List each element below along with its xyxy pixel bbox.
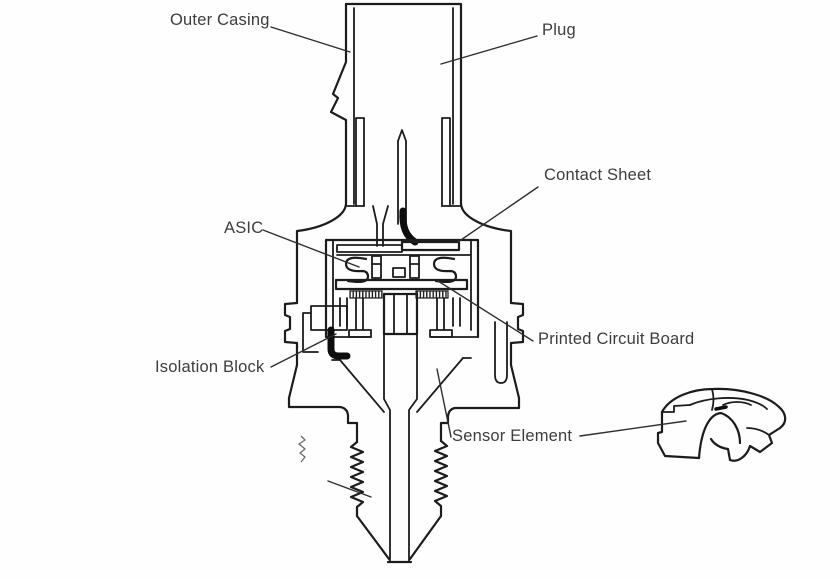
contact-pin: [397, 129, 407, 225]
leader-pcb: [437, 280, 534, 342]
threaded-port: [349, 332, 449, 564]
label-plug: Plug: [542, 21, 576, 39]
leader-sensor-element-left: [436, 368, 452, 438]
vent-channel: [494, 321, 508, 384]
pcb-part: [334, 278, 469, 299]
leader-isolation-block: [270, 333, 337, 368]
leader-plug: [440, 35, 538, 65]
label-asic: ASIC: [224, 219, 264, 237]
contact-sheet-part: [336, 240, 471, 256]
leader-sensor-element-right: [579, 420, 687, 437]
housing-body: [283, 202, 525, 463]
label-outer-casing: Outer Casing: [170, 11, 270, 29]
plug-socket-cavity: [345, 117, 462, 247]
right-tab: [509, 301, 525, 345]
inner-assembly: [302, 238, 508, 413]
isolation-block-part: [302, 305, 351, 360]
outer-casing-outline: [329, 2, 463, 206]
sensor-element-3d-view: [656, 387, 787, 462]
sensor-element-part: [331, 292, 472, 413]
leader-lines: [262, 26, 687, 498]
leader-outer-casing: [270, 26, 351, 53]
asic-part: [344, 255, 458, 283]
left-tab: [283, 301, 299, 345]
leader-port: [327, 480, 372, 498]
label-contact-sheet: Contact Sheet: [544, 166, 652, 184]
label-isolation-block: Isolation Block: [155, 358, 265, 376]
assembly-posts: [339, 297, 461, 338]
leader-asic: [262, 229, 360, 268]
label-printed-circuit-board: Printed Circuit Board: [538, 330, 695, 348]
break-line: [298, 435, 306, 463]
label-sensor-element: Sensor Element: [452, 427, 573, 445]
leader-contact-sheet: [457, 186, 539, 243]
contact-wire: [399, 207, 419, 246]
